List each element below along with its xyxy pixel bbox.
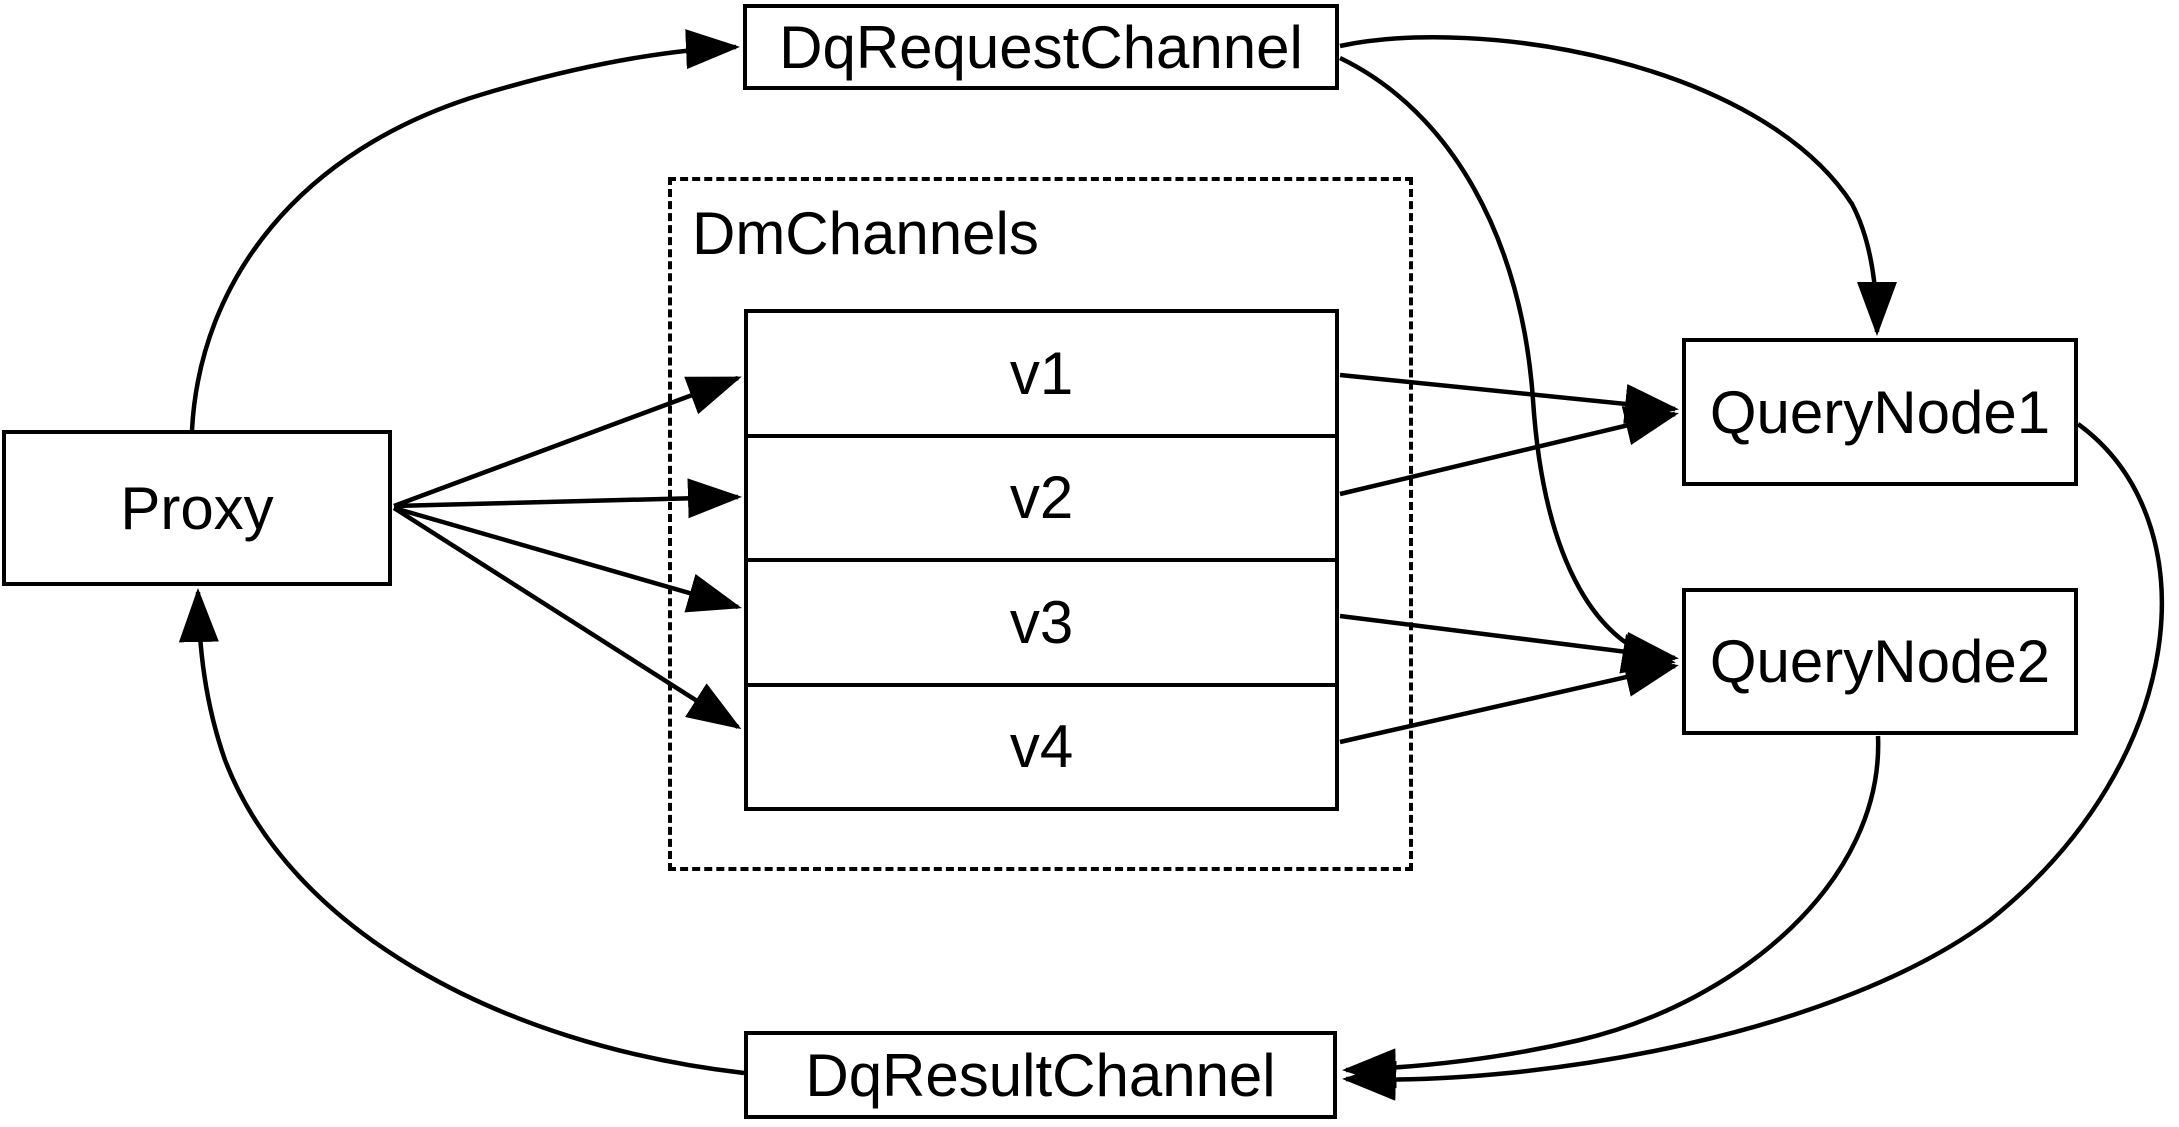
edge-dqresultchannel-to-proxy [178,588,745,1076]
dm-channels-stack: v1 v2 v3 v4 [744,309,1339,811]
query-node-1: QueryNode1 [1682,338,2078,486]
channel-row-v1: v1 [748,313,1335,434]
edge-dqrequestchannel-to-querynode1 [1339,35,1897,336]
edge-proxy-to-dqrequestchannel [189,29,740,431]
dq-request-channel-node: DqRequestChannel [743,4,1339,90]
channel-row-v4: v4 [748,682,1335,807]
dm-channels-label: DmChannels [692,200,1039,267]
channel-row-v3: v3 [748,558,1335,683]
proxy-node: Proxy [2,430,392,586]
dq-result-channel-node: DqResultChannel [744,1031,1337,1119]
edge-querynode2-to-dqresultchannel [1342,735,1881,1089]
query-node-2: QueryNode2 [1682,588,2078,735]
channel-row-v2: v2 [748,433,1335,558]
edge-querynode1-to-dqresultchannel [1342,422,2165,1101]
